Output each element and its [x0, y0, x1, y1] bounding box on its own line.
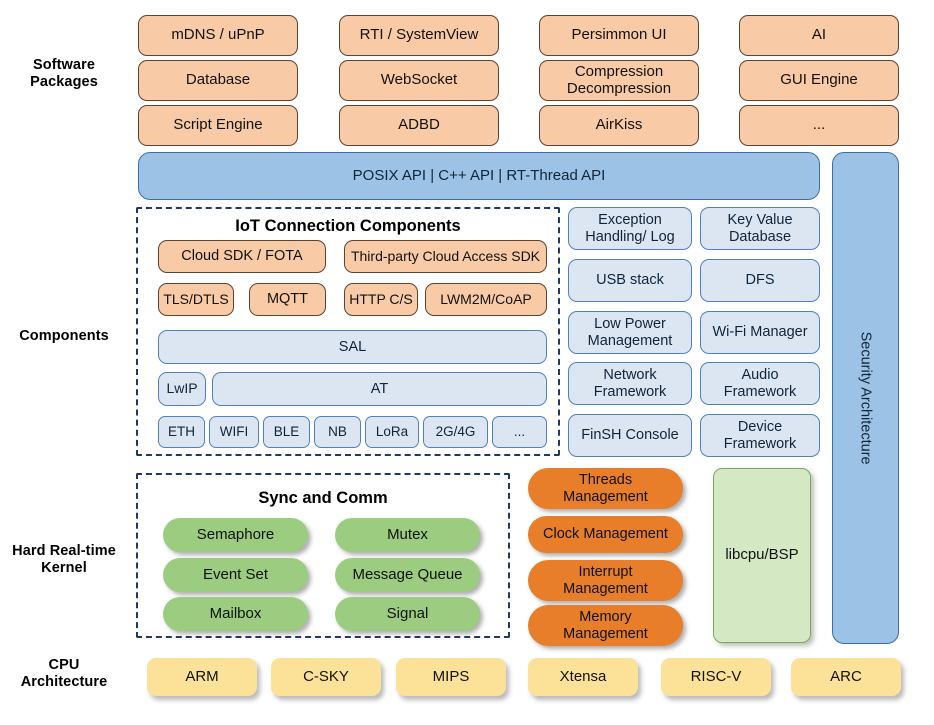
security-architecture-label-wrap: Security Architecture	[833, 153, 898, 643]
cpu-arch-box[interactable]: ARM	[147, 658, 257, 696]
package-box[interactable]: AI	[739, 15, 899, 56]
package-box[interactable]: ADBD	[339, 105, 499, 146]
package-box[interactable]: WebSocket	[339, 60, 499, 101]
kernel-management-box[interactable]: Clock Management	[528, 516, 683, 553]
cpu-arch-box[interactable]: Xtensa	[528, 658, 638, 696]
api-bar[interactable]: POSIX API | C++ API | RT-Thread API	[138, 152, 820, 200]
iot-link-item[interactable]: NB	[314, 416, 361, 448]
iot-box-item[interactable]: TLS/DTLS	[158, 283, 234, 316]
iot-box-item[interactable]: Third-party Cloud Access SDK	[344, 240, 547, 273]
iot-connection-group-title: IoT Connection Components	[235, 216, 461, 235]
iot-box-item[interactable]: HTTP C/S	[344, 283, 418, 316]
component-box[interactable]: Wi-Fi Manager	[700, 311, 820, 354]
iot-box-item[interactable]: LWM2M/CoAP	[425, 283, 547, 316]
component-box[interactable]: Exception Handling/ Log	[568, 207, 692, 250]
component-box[interactable]: DFS	[700, 259, 820, 302]
package-box[interactable]: GUI Engine	[739, 60, 899, 101]
package-box[interactable]: mDNS / uPnP	[138, 15, 298, 56]
iot-box-item[interactable]: MQTT	[249, 283, 326, 316]
iot-box-lwip[interactable]: LwIP	[158, 372, 206, 406]
component-box[interactable]: Key Value Database	[700, 207, 820, 250]
iot-connection-group-frame	[136, 207, 560, 456]
sync-comm-group-frame	[136, 473, 510, 638]
component-box[interactable]: Network Framework	[568, 362, 692, 405]
cpu-arch-box[interactable]: ARC	[791, 658, 901, 696]
sync-primitive[interactable]: Event Set	[163, 558, 308, 592]
cpu-arch-box[interactable]: RISC-V	[661, 658, 771, 696]
kernel-management-box[interactable]: Interrupt Management	[528, 560, 683, 601]
iot-link-item[interactable]: ...	[492, 416, 547, 448]
sync-primitive[interactable]: Mailbox	[163, 597, 308, 631]
iot-box-sal[interactable]: SAL	[158, 330, 547, 364]
sync-primitive[interactable]: Semaphore	[163, 518, 308, 552]
package-box[interactable]: Database	[138, 60, 298, 101]
component-box[interactable]: Audio Framework	[700, 362, 820, 405]
iot-link-item[interactable]: WIFI	[209, 416, 259, 448]
security-architecture-column[interactable]: Security Architecture	[832, 152, 899, 644]
kernel-management-box[interactable]: Threads Management	[528, 468, 683, 509]
security-architecture-label: Security Architecture	[857, 331, 874, 465]
sync-primitive[interactable]: Message Queue	[335, 558, 480, 592]
iot-link-item[interactable]: BLE	[263, 416, 310, 448]
caption-kernel: Hard Real-time Kernel	[12, 542, 116, 576]
component-box[interactable]: Low Power Management	[568, 311, 692, 354]
component-box[interactable]: USB stack	[568, 259, 692, 302]
component-box[interactable]: FinSH Console	[568, 414, 692, 457]
caption-components: Components	[19, 328, 109, 345]
iot-link-item[interactable]: 2G/4G	[423, 416, 488, 448]
package-box[interactable]: Persimmon UI	[539, 15, 699, 56]
package-box[interactable]: AirKiss	[539, 105, 699, 146]
caption-cpu-architecture: CPU Architecture	[20, 656, 108, 690]
package-box[interactable]: RTI / SystemView	[339, 15, 499, 56]
sync-primitive[interactable]: Signal	[335, 597, 480, 631]
iot-box-item[interactable]: Cloud SDK / FOTA	[158, 240, 326, 273]
kernel-management-box[interactable]: Memory Management	[528, 605, 683, 646]
package-box[interactable]: Compression Decompression	[539, 60, 699, 101]
cpu-arch-box[interactable]: MIPS	[396, 658, 506, 696]
component-box[interactable]: Device Framework	[700, 414, 820, 457]
libcpu-bsp-box[interactable]: libcpu/BSP	[713, 468, 811, 643]
package-box[interactable]: Script Engine	[138, 105, 298, 146]
package-box[interactable]: ...	[739, 105, 899, 146]
caption-software-packages: Software Packages	[30, 56, 98, 90]
cpu-arch-box[interactable]: C-SKY	[271, 658, 381, 696]
sync-primitive[interactable]: Mutex	[335, 518, 480, 552]
iot-box-at[interactable]: AT	[212, 372, 547, 406]
iot-link-item[interactable]: ETH	[158, 416, 205, 448]
sync-comm-group-title: Sync and Comm	[258, 488, 388, 507]
iot-link-item[interactable]: LoRa	[365, 416, 419, 448]
